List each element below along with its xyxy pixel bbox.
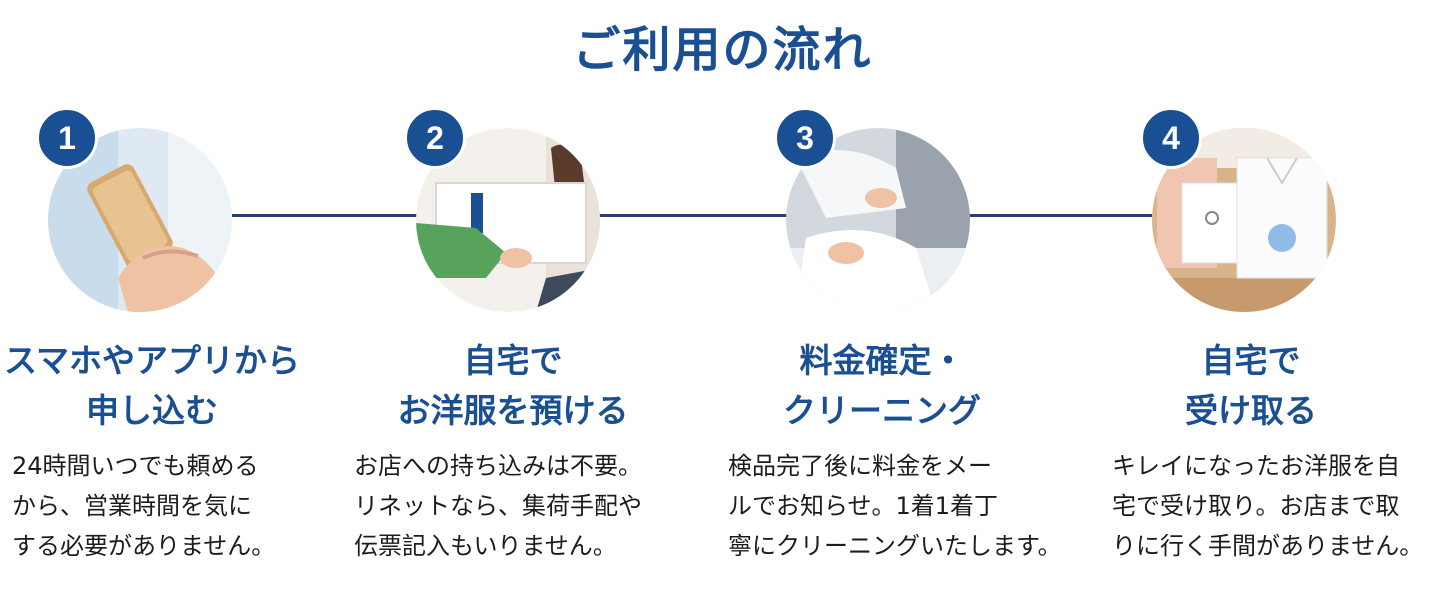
step-3-desc-line: 寧にクリーニングいたします。	[728, 532, 1062, 560]
step-4-desc-line: キレイになったお洋服を自	[1112, 452, 1400, 480]
step-4-number-badge: 4	[1140, 107, 1202, 169]
step-4-title: 自宅で 受け取る	[1081, 336, 1421, 436]
step-2-title-line: 自宅で	[463, 341, 563, 380]
page-title: ご利用の流れ	[572, 22, 873, 78]
step-1-title-line: 申し込む	[86, 391, 218, 430]
step-4-title-line: 受け取る	[1185, 391, 1317, 430]
step-3-title: 料金確定・ クリーニング	[712, 336, 1052, 436]
step-2-description: お店への持ち込みは不要。 リネットなら、集荷手配や 伝票記入もいりません。	[354, 446, 694, 566]
step-2-title-line: お洋服を預ける	[397, 391, 629, 430]
step-3-desc-line: 検品完了後に料金をメー	[728, 452, 992, 480]
step-1-desc-line: する必要がありません。	[12, 532, 276, 560]
step-1-description: 24時間いつでも頼める から、営業時間を気に する必要がありません。	[12, 446, 352, 566]
step-2-desc-line: 伝票記入もいりません。	[354, 532, 617, 560]
step-2-number-badge: 2	[404, 107, 466, 169]
step-3-title-line: 料金確定・	[799, 341, 965, 380]
step-3-description: 検品完了後に料金をメー ルでお知らせ。1着1着丁 寧にクリーニングいたします。	[728, 446, 1068, 566]
step-4-description: キレイになったお洋服を自 宅で受け取り。お店まで取 りに行く手間がありません。	[1112, 446, 1445, 566]
step-3-number-badge: 3	[774, 107, 836, 169]
step-3-desc-line: ルでお知らせ。1着1着丁	[728, 492, 999, 520]
step-2-title: 自宅で お洋服を預ける	[343, 336, 683, 436]
step-1-title-line: スマホやアプリから	[3, 341, 300, 380]
step-4-title-line: 自宅で	[1201, 341, 1301, 380]
step-4-desc-line: 宅で受け取り。お店まで取	[1112, 492, 1400, 520]
step-3-title-line: クリーニング	[783, 391, 981, 430]
step-1-desc-line: から、営業時間を気に	[12, 492, 252, 520]
step-1-number-badge: 1	[36, 107, 98, 169]
step-2-desc-line: リネットなら、集荷手配や	[354, 492, 642, 520]
step-1-title: スマホやアプリから 申し込む	[0, 336, 322, 436]
step-2-desc-line: お店への持ち込みは不要。	[354, 452, 642, 480]
step-4-desc-line: りに行く手間がありません。	[1112, 532, 1424, 560]
flow-connector-line	[232, 214, 1152, 217]
step-1-desc-line: 24時間いつでも頼める	[12, 452, 259, 480]
